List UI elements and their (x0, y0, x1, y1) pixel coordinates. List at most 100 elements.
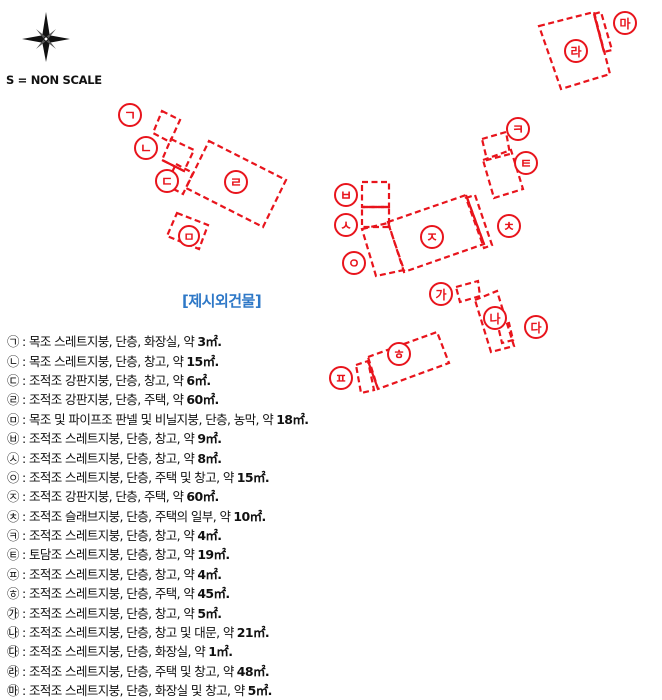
legend-text: : 조적조 스레트지붕, 단층, 주택 및 창고, 약 (22, 663, 234, 679)
legend-area: 5㎡. (247, 683, 273, 699)
svg-text:ㅈ: ㅈ (426, 231, 438, 246)
svg-text:ㄴ: ㄴ (140, 142, 152, 157)
legend-text: : 조적조 스레트지붕, 단층, 창고, 약 (22, 431, 195, 447)
marker-l11: ㅋ (506, 117, 530, 141)
svg-text:ㄷ: ㄷ (161, 175, 173, 190)
marker-l17: 다 (524, 315, 548, 339)
legend-text: : 조적조 스레트지붕, 단층, 창고 및 대문, 약 (22, 625, 234, 641)
legend-text: : 조적조 스레트지붕, 단층, 창고, 약 (22, 450, 195, 466)
legend-marker: ㉦ (7, 450, 20, 466)
marker-l7: ㅅ (334, 213, 358, 237)
marker-l1: ㄱ (118, 103, 142, 127)
building-l11 (480, 130, 512, 162)
legend-area: 10㎡. (233, 508, 266, 524)
svg-text:ㅌ: ㅌ (520, 157, 532, 172)
legend-text: : 조적조 스레트지붕, 단층, 창고, 약 (22, 528, 195, 544)
legend-marker: ㉡ (7, 353, 20, 369)
building-l4 (184, 139, 288, 229)
marker-l4: ㄹ (224, 170, 248, 194)
legend-marker: ㉫ (7, 547, 20, 563)
legend-text: : 목조 스레트지붕, 단층, 창고, 약 (22, 353, 184, 369)
legend-area: 45㎡. (197, 586, 230, 602)
legend-area: 15㎡. (236, 469, 270, 485)
legend-text: : 조적조 스레트지붕, 단층, 주택, 약 (22, 586, 195, 602)
legend-marker: ㉠ (7, 334, 20, 350)
legend-marker: ㉣ (7, 392, 20, 408)
svg-text:ㅇ: ㅇ (348, 257, 360, 272)
marker-l5: ㅁ (178, 225, 200, 247)
legend-area: 60㎡. (186, 392, 219, 408)
legend-marker: ㉩ (7, 508, 20, 524)
legend-title: [제시외건물] (182, 292, 262, 310)
legend-text: : 토담조 스레트지붕, 단층, 창고, 약 (22, 547, 195, 563)
marker-l15: 가 (429, 282, 453, 306)
legend-area: 5㎡. (197, 605, 222, 621)
svg-text:ㅍ: ㅍ (335, 372, 347, 387)
svg-text:ㅋ: ㅋ (512, 123, 524, 138)
legend-area: 8㎡. (197, 450, 222, 466)
marker-l10: ㅊ (497, 214, 521, 238)
building-l16 (473, 289, 516, 354)
legend-area: 4㎡. (197, 566, 222, 582)
building-l15 (454, 279, 482, 304)
building-l13 (354, 359, 376, 395)
legend-marker: ㉯ (7, 625, 20, 641)
scale-note: S = NON SCALE (6, 73, 102, 87)
legend-text: : 조적조 강판지붕, 단층, 창고, 약 (22, 372, 184, 388)
legend-marker: ㉥ (7, 431, 20, 447)
building-l17 (496, 321, 515, 345)
svg-text:다: 다 (530, 320, 541, 335)
compass-rose-icon (22, 12, 70, 62)
marker-l19: 마 (613, 11, 637, 35)
legend-area: 18㎡. (276, 411, 309, 427)
marker-l13: ㅍ (329, 366, 353, 390)
svg-text:ㅅ: ㅅ (340, 219, 352, 234)
svg-text:가: 가 (435, 287, 446, 302)
building-l5 (165, 211, 210, 251)
legend-text: : 조적조 강판지붕, 단층, 주택, 약 (22, 489, 184, 505)
legend-text: : 조적조 스레트지붕, 단층, 창고, 약 (22, 605, 195, 621)
legend-area: 1㎡. (208, 644, 233, 660)
legend-area: 6㎡. (186, 372, 211, 388)
marker-l9: ㅈ (420, 225, 444, 249)
legend-text: : 조적조 스레트지붕, 단층, 창고, 약 (22, 566, 195, 582)
building-l18 (537, 10, 612, 91)
legend-marker: ㉰ (7, 644, 20, 660)
legend-marker: ㉮ (7, 605, 20, 621)
legend-area: 3㎡. (197, 334, 222, 350)
marker-l16: 나 (483, 306, 507, 330)
svg-text:ㅁ: ㅁ (183, 230, 194, 244)
marker-l3: ㄷ (155, 169, 179, 193)
svg-text:ㅂ: ㅂ (340, 189, 352, 204)
legend-marker: ㉧ (7, 469, 20, 485)
legend-marker: ㉨ (7, 489, 20, 505)
svg-text:ㄱ: ㄱ (124, 109, 136, 124)
legend-marker: ㉱ (7, 663, 20, 679)
legend-area: 15㎡. (186, 353, 219, 369)
building-l1 (151, 109, 182, 144)
legend-area: 48㎡. (236, 663, 270, 679)
svg-text:마: 마 (619, 16, 630, 31)
building-l12 (481, 148, 525, 200)
legend-area: 19㎡. (197, 547, 230, 563)
building-l6 (360, 180, 391, 209)
svg-text:ㅊ: ㅊ (503, 220, 515, 235)
marker-l12: ㅌ (514, 151, 538, 175)
marker-l8: ㅇ (342, 251, 366, 275)
